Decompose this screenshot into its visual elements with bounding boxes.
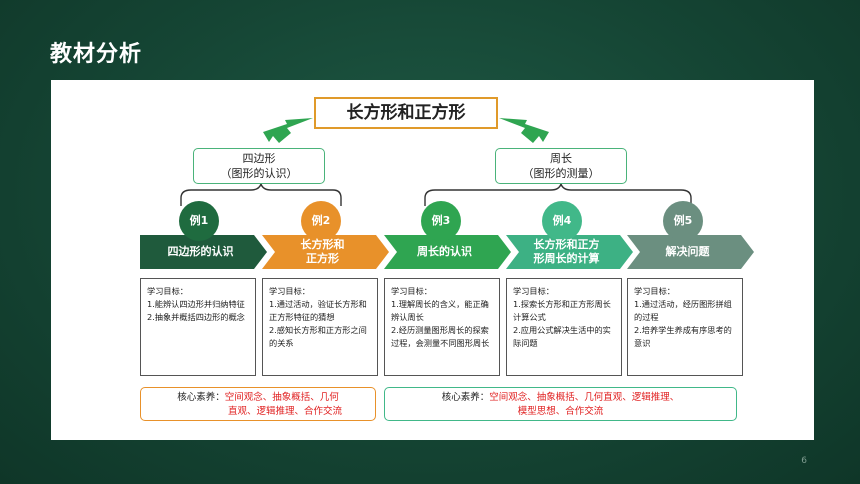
learning-goal-item: 1.能辨认四边形并归纳特征: [147, 299, 245, 309]
quadrilateral-sublabel: （图形的认识）: [220, 167, 298, 180]
stage-chevron-4: [506, 235, 633, 269]
learning-goal-item: 2.应用公式解决生活中的实际问题: [513, 325, 611, 348]
perimeter-box: 周长 （图形的测量）: [495, 148, 627, 184]
core-left-key: 核心素养：: [177, 392, 225, 403]
perimeter-sublabel: （图形的测量）: [522, 167, 600, 180]
learning-goals-heading: 学习目标：: [634, 286, 675, 296]
bracket-left: [180, 181, 342, 206]
content-panel: 长方形和正方形 四边形 （图形的认识） 周长 （图形的测量） 例1 例2 例3 例4 例…: [51, 80, 814, 440]
stage-chevron-1: [140, 235, 267, 269]
arrow-right: [499, 118, 549, 143]
learning-goal-item: 2.经历测量图形周长的探索过程，会测量不同图形周长: [391, 325, 490, 348]
diagram-shapes: [140, 118, 754, 269]
stage-title-1: 四边形的认识: [167, 245, 234, 258]
example-badge-1: 例1: [179, 201, 219, 241]
learning-goals-heading: 学习目标：: [147, 286, 188, 296]
perimeter-label: 周长: [550, 152, 572, 165]
quadrilateral-label: 四边形: [242, 152, 276, 165]
stage-chevron-3: [384, 235, 511, 269]
stage-chevron-2: [262, 235, 389, 269]
root-box: 长方形和正方形: [314, 97, 498, 129]
slide-title: 教材分析: [50, 42, 143, 67]
arrow-left: [263, 118, 313, 143]
stage-title-3: 周长的认识: [417, 245, 472, 258]
core-right-key: 核心素养：: [441, 392, 490, 403]
learning-goals-2: 学习目标： 1.通过活动，验证长方形和正方形特征的猜想 2.感知长方形和正方形之间的…: [262, 278, 378, 376]
example-badge-5: 例5: [663, 201, 703, 241]
learning-goal-item: 2.抽象并概括四边形的概念: [147, 312, 245, 322]
stage-title-5: 解决问题: [665, 245, 710, 258]
learning-goals-heading: 学习目标：: [391, 286, 432, 296]
core-literacy-left: 核心素养：空间观念、抽象概括、几何 直观、逻辑推理、合作交流: [140, 387, 376, 421]
stage-title-2: 长方形和 正方形: [300, 238, 345, 265]
learning-goals-3: 学习目标： 1.理解周长的含义，能正确辨认周长 2.经历测量图形周长的探索过程，会测…: [384, 278, 500, 376]
example-badge-3: 例3: [421, 201, 461, 241]
core-left-line1: 空间观念、抽象概括、几何: [224, 392, 339, 403]
learning-goals-heading: 学习目标：: [269, 286, 310, 296]
learning-goal-item: 2.培养学生养成有序思考的意识: [634, 325, 732, 348]
core-right-line2: 模型思想、合作交流: [517, 406, 604, 417]
learning-goals-1: 学习目标： 1.能辨认四边形并归纳特征 2.抽象并概括四边形的概念: [140, 278, 256, 376]
core-right-line1: 空间观念、抽象概括、几何直观、逻辑推理、: [489, 392, 680, 403]
stage-chevron-5: [627, 235, 754, 269]
core-left-line2: 直观、逻辑推理、合作交流: [227, 406, 342, 417]
learning-goals-4: 学习目标： 1.探索长方形和正方形周长计算公式 2.应用公式解决生活中的实际问题: [506, 278, 622, 376]
quadrilateral-box: 四边形 （图形的认识）: [193, 148, 325, 184]
bracket-right: [424, 181, 692, 206]
learning-goal-item: 1.通过活动，经历图形拼组的过程: [634, 299, 732, 322]
core-literacy-right: 核心素养：空间观念、抽象概括、几何直观、逻辑推理、 模型思想、合作交流: [384, 387, 737, 421]
learning-goal-item: 2.感知长方形和正方形之间的关系: [269, 325, 367, 348]
example-badge-4: 例4: [542, 201, 582, 241]
example-badge-2: 例2: [301, 201, 341, 241]
learning-goals-heading: 学习目标：: [513, 286, 554, 296]
learning-goal-item: 1.探索长方形和正方形周长计算公式: [513, 299, 611, 322]
learning-goal-item: 1.理解周长的含义，能正确辨认周长: [391, 299, 489, 322]
page-number: 6: [801, 456, 807, 466]
learning-goals-5: 学习目标： 1.通过活动，经历图形拼组的过程 2.培养学生养成有序思考的意识: [627, 278, 743, 376]
learning-goal-item: 1.通过活动，验证长方形和正方形特征的猜想: [269, 299, 367, 322]
stage-title-4: 长方形和正方 形周长的计算: [533, 238, 600, 265]
